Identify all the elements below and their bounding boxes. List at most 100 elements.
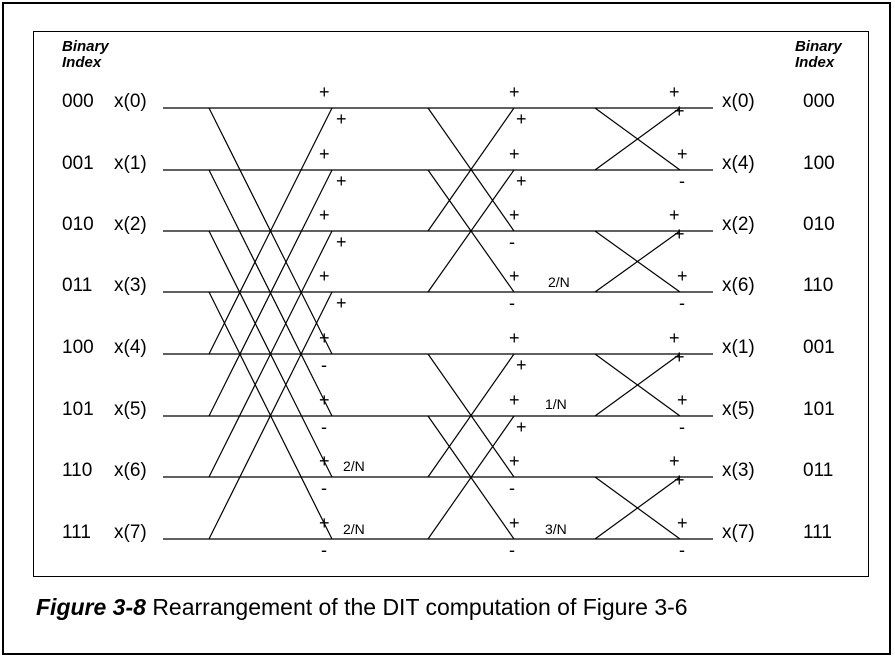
input-label: x(3) bbox=[114, 275, 147, 296]
output-label: x(0) bbox=[722, 91, 755, 112]
plus-sign: + bbox=[677, 144, 688, 164]
plus-sign: + bbox=[677, 513, 688, 533]
plus-sign: + bbox=[509, 513, 520, 533]
output-index: 011 bbox=[803, 460, 834, 481]
butterfly-branch bbox=[594, 230, 681, 293]
plus-sign: + bbox=[509, 328, 520, 348]
plus-sign: + bbox=[319, 205, 330, 225]
plus-sign: + bbox=[509, 205, 520, 225]
figure-caption: Figure 3-8 Rearrangement of the DIT comp… bbox=[36, 594, 688, 621]
minus-sign: - bbox=[509, 232, 515, 252]
diagram-frame bbox=[33, 31, 869, 577]
plus-sign: + bbox=[319, 144, 330, 164]
input-index: 110 bbox=[62, 460, 93, 481]
twiddle-label: 2/N bbox=[548, 274, 570, 290]
plus-sign: + bbox=[674, 347, 685, 367]
butterfly-branch bbox=[427, 415, 515, 540]
plus-sign: + bbox=[509, 266, 520, 286]
caption-figure-number: Figure 3-8 bbox=[36, 594, 146, 620]
minus-sign: - bbox=[321, 478, 327, 498]
input-index: 111 bbox=[62, 522, 91, 543]
input-index: 100 bbox=[62, 337, 94, 358]
header-right-line2: Index bbox=[795, 54, 835, 71]
output-index: 000 bbox=[803, 91, 835, 112]
output-label: x(6) bbox=[722, 275, 755, 296]
output-index: 010 bbox=[803, 214, 835, 235]
output-label: x(1) bbox=[722, 337, 755, 358]
plus-sign: + bbox=[674, 101, 685, 121]
butterfly-branch bbox=[594, 107, 681, 171]
plus-sign: + bbox=[669, 328, 680, 348]
butterfly-branch bbox=[427, 169, 515, 293]
plus-sign: + bbox=[669, 451, 680, 471]
plus-sign: + bbox=[509, 451, 520, 471]
minus-sign: - bbox=[679, 171, 685, 191]
plus-sign: + bbox=[516, 171, 527, 191]
caption-text: Rearrangement of the DIT computation of … bbox=[152, 594, 688, 620]
plus-sign: + bbox=[669, 82, 680, 102]
plus-sign: + bbox=[677, 390, 688, 410]
plus-sign: + bbox=[516, 355, 527, 375]
plus-sign: + bbox=[509, 82, 520, 102]
twiddle-label: 2/N bbox=[343, 458, 365, 474]
input-label: x(5) bbox=[114, 399, 147, 420]
plus-sign: + bbox=[319, 390, 330, 410]
binary-index-header-right: Binary Index bbox=[795, 39, 842, 71]
output-label: x(4) bbox=[722, 153, 755, 174]
output-label: x(7) bbox=[722, 522, 755, 543]
plus-sign: + bbox=[677, 266, 688, 286]
butterfly-branch bbox=[427, 353, 515, 478]
input-label: x(4) bbox=[114, 337, 147, 358]
output-index: 100 bbox=[803, 153, 835, 174]
output-index: 101 bbox=[803, 399, 835, 420]
plus-sign: + bbox=[319, 328, 330, 348]
minus-sign: - bbox=[509, 478, 515, 498]
input-label: x(2) bbox=[114, 214, 147, 235]
twiddle-label: 2/N bbox=[343, 521, 365, 537]
butterfly-branch bbox=[208, 230, 333, 478]
butterfly-branch bbox=[427, 107, 515, 232]
header-left-line1: Binary bbox=[62, 38, 109, 55]
input-label: x(0) bbox=[114, 91, 147, 112]
minus-sign: - bbox=[321, 355, 327, 375]
input-index: 011 bbox=[62, 275, 93, 296]
plus-sign: + bbox=[319, 513, 330, 533]
plus-sign: + bbox=[319, 82, 330, 102]
input-label: x(1) bbox=[114, 153, 147, 174]
plus-sign: + bbox=[319, 451, 330, 471]
plus-sign: + bbox=[509, 390, 520, 410]
minus-sign: - bbox=[321, 540, 327, 560]
output-index: 110 bbox=[803, 275, 834, 296]
header-left-line2: Index bbox=[62, 54, 102, 71]
butterfly-branch bbox=[594, 353, 681, 417]
binary-index-header-left: Binary Index bbox=[62, 39, 109, 71]
twiddle-label: 1/N bbox=[545, 396, 567, 412]
output-index: 001 bbox=[803, 337, 835, 358]
input-label: x(7) bbox=[114, 522, 147, 543]
output-label: x(3) bbox=[722, 460, 755, 481]
input-label: x(6) bbox=[114, 460, 147, 481]
butterfly-branch bbox=[594, 476, 681, 540]
twiddle-label: 3/N bbox=[545, 521, 567, 537]
output-label: x(5) bbox=[722, 399, 755, 420]
minus-sign: - bbox=[509, 540, 515, 560]
butterfly-branch bbox=[208, 107, 333, 355]
output-label: x(2) bbox=[722, 214, 755, 235]
input-index: 001 bbox=[62, 153, 94, 174]
plus-sign: + bbox=[516, 417, 527, 437]
input-index: 101 bbox=[62, 399, 94, 420]
minus-sign: - bbox=[679, 540, 685, 560]
plus-sign: + bbox=[336, 171, 347, 191]
plus-sign: + bbox=[336, 109, 347, 129]
header-right-line1: Binary bbox=[795, 38, 842, 55]
input-index: 010 bbox=[62, 214, 94, 235]
plus-sign: + bbox=[509, 144, 520, 164]
output-index: 111 bbox=[803, 522, 832, 543]
plus-sign: + bbox=[669, 205, 680, 225]
plus-sign: + bbox=[336, 293, 347, 313]
butterfly-branch bbox=[208, 291, 333, 540]
minus-sign: - bbox=[509, 293, 515, 313]
plus-sign: + bbox=[516, 109, 527, 129]
